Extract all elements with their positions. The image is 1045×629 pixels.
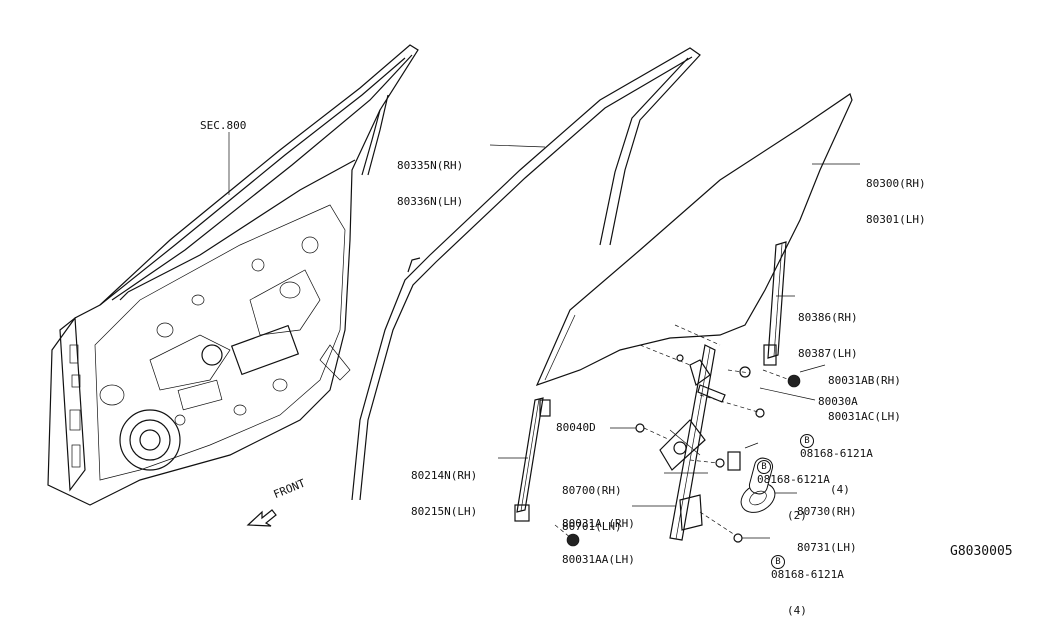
bolt-qty: (2) [787,509,807,522]
leader-lines [228,132,860,539]
label-rear-channel[interactable]: 80386(RH) 80387(LH) [798,288,858,372]
bolt-part-number: 08168-6121A [800,447,873,460]
front-channel [514,397,551,522]
b-mark-icon: B [771,555,785,569]
part-number-rh: 80335N(RH) [397,159,464,172]
bolt-part-number: 08168-6121A [757,473,830,486]
label-80030a[interactable]: 80030A [818,395,858,408]
door-glass [535,93,853,387]
b-mark-icon: B [800,434,814,448]
label-door-glass[interactable]: 80300(RH) 80301(LH) [866,154,926,238]
part-number-rh: 80031A (RH) [562,517,635,530]
b-mark-icon: B [757,460,771,474]
part-number-rh: 80214N(RH) [411,469,478,482]
part-number-rh: 80700(RH) [562,484,622,497]
window-regulator [659,344,726,541]
label-regulator[interactable]: 80700(RH) 80701(LH) [562,461,622,545]
label-sec-800[interactable]: SEC.800 [200,119,247,132]
bolt-qty: (4) [787,604,807,617]
label-sash-seal[interactable]: 80335N(RH) 80336N(LH) [397,136,463,220]
rear-channel [763,241,787,366]
door-panel [47,44,419,506]
part-number-rh: 80031AB(RH) [828,374,901,387]
bolt-qty: (4) [830,483,850,496]
label-rear-channel-bolt[interactable]: 80031AB(RH) 80031AC(LH) [828,351,901,435]
part-number-lh: 80701(LH) [562,520,622,533]
part-number-lh: 80215N(LH) [411,505,478,518]
part-number-rh: 80730(RH) [797,505,857,518]
part-number-lh: 80387(LH) [798,347,858,360]
label-front-channel-bolt[interactable]: 80031A (RH) 80031AA(LH) [562,494,635,578]
assembly-lines [554,324,791,539]
label-80040d[interactable]: 80040D [556,421,596,434]
front-arrow-icon [246,509,277,527]
part-number-lh: 80336N(LH) [397,195,464,208]
label-front-channel[interactable]: 80214N(RH) 80215N(LH) [411,446,477,530]
part-number-rh: 80386(RH) [798,311,858,324]
label-motor[interactable]: 80730(RH) 80731(LH) [797,482,857,566]
part-number-rh: 80300(RH) [866,177,926,190]
bolt-part-number: 08168-6121A [771,568,844,581]
parts-diagram [47,44,860,547]
diagram-id: G8030005 [950,544,1013,559]
part-number-lh: 80031AC(LH) [828,410,901,423]
sash-seal [351,47,701,501]
part-number-lh: 80731(LH) [797,541,857,554]
part-number-lh: 80301(LH) [866,213,926,226]
part-number-lh: 80031AA(LH) [562,553,635,566]
